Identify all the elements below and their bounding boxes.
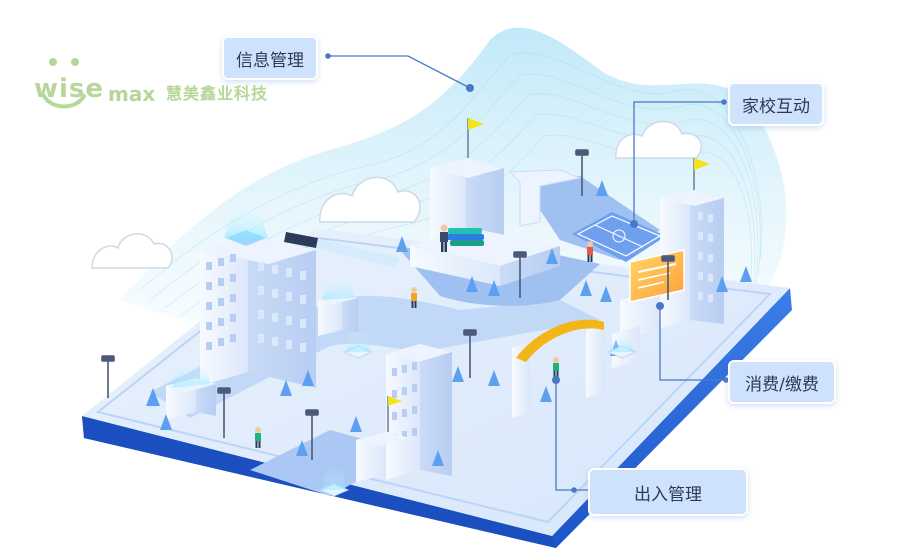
building-back-center [410,118,560,286]
callout-connectors [328,55,726,491]
building-tower-left [200,200,316,388]
info-screen-icon [629,249,685,303]
connector-info [328,55,471,89]
cloud-icon [91,120,702,269]
label-consumption-payment: 消费/缴费 [728,360,836,404]
label-info-management: 信息管理 [222,36,318,80]
connector-home-school [633,101,724,224]
logo-max-text: max [108,82,156,106]
glow-pad-icon [318,330,638,497]
logo-wise-text: wise [34,74,105,104]
company-logo: wise max 慧美鑫业科技 [34,56,267,112]
connector-access [555,380,588,491]
street-lamp-icon [101,149,675,460]
connector-consume [659,306,726,381]
person-icon [255,224,593,448]
camera-icon [284,232,400,268]
smiley-face-icon [42,58,86,109]
building-pavilion-mid [318,272,358,336]
building-walkway [508,169,582,227]
label-home-school-interaction: 家校互动 [728,82,824,126]
connector-dot-icon [325,53,729,493]
label-access-management: 出入管理 [588,468,748,516]
building-pavilion-left [166,356,216,420]
building-center-front [356,344,452,482]
logo-chinese-text: 慧美鑫业科技 [166,84,269,103]
